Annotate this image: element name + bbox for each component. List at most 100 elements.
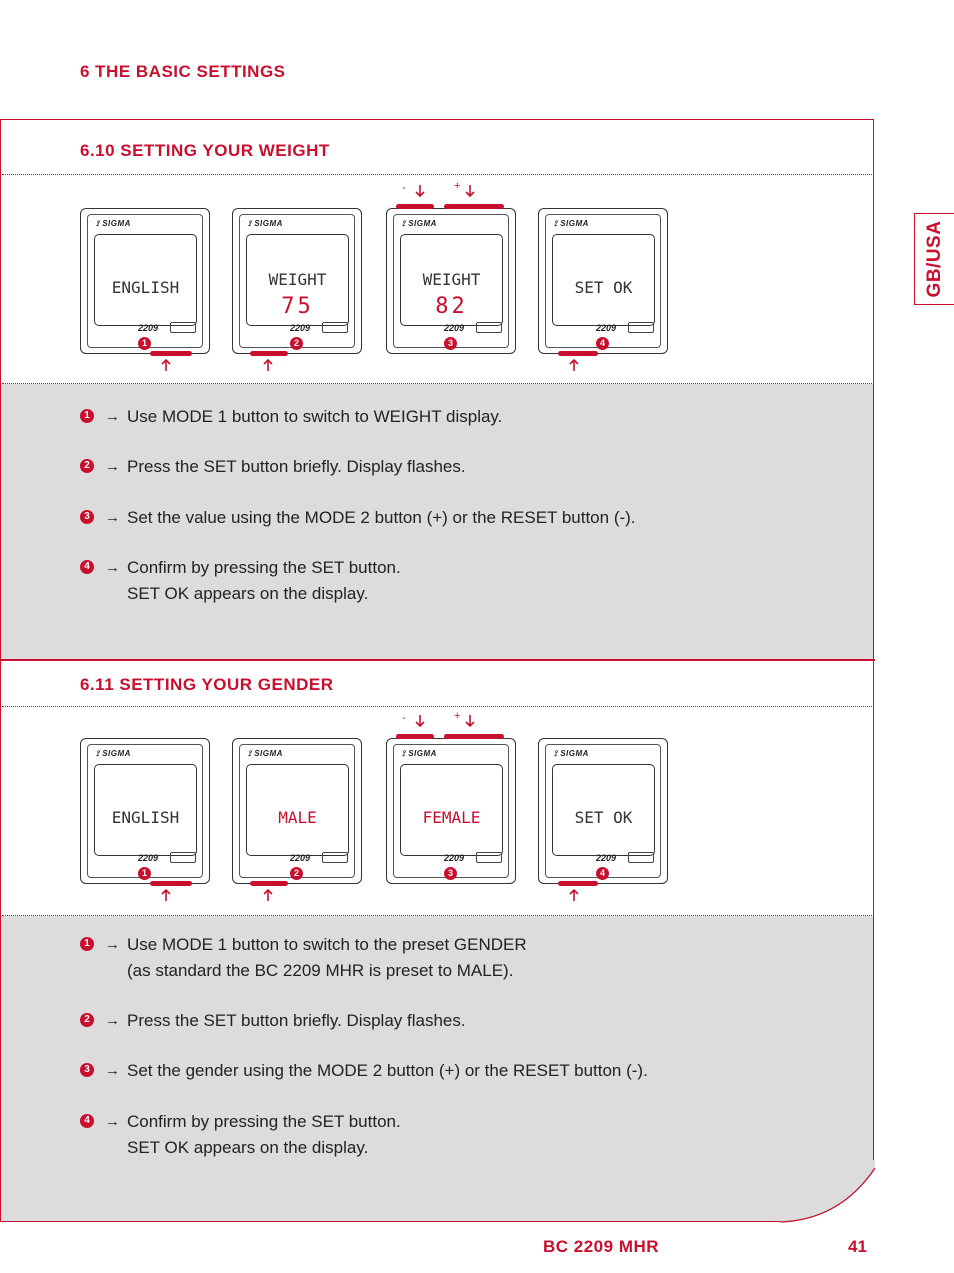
screen-text: MALE: [278, 808, 317, 827]
mode2-button: [444, 734, 504, 739]
step-text: Set the value using the MODE 2 button (+…: [127, 505, 636, 531]
arrow-icon: →: [105, 458, 120, 475]
step-text-line: SET OK appears on the display.: [127, 584, 369, 603]
step-text-line: Use MODE 1 button to switch to the prese…: [127, 935, 527, 954]
instruction-step: 2 → Press the SET button briefly. Display …: [80, 454, 860, 480]
instruction-step: 3→Set the gender using the MODE 2 button…: [80, 1058, 860, 1084]
step-text: Confirm by pressing the SET button. SET O…: [127, 555, 401, 607]
arrow-icon: →: [105, 1113, 120, 1130]
step-text: Use MODE 1 button to switch to the prese…: [127, 932, 527, 984]
sts-badge: [170, 322, 196, 333]
brand-logo: ⟟ SIGMA: [96, 749, 131, 758]
step-text-line: Set the value using the MODE 2 button (+…: [127, 508, 636, 527]
model-label: 2209: [596, 853, 617, 863]
screen-text: WEIGHT: [268, 270, 327, 289]
brand-logo: ⟟ SIGMA: [248, 749, 283, 758]
instructions-panel-weight: [1, 384, 873, 659]
language-tab-label: GB/USA: [923, 220, 945, 298]
step-number-badge: 2: [80, 1013, 94, 1027]
minus-label: -: [402, 712, 406, 724]
section-separator: [0, 659, 875, 661]
step-number-badge: 2: [80, 459, 94, 473]
step-text-line: Press the SET button briefly. Display fl…: [127, 457, 466, 476]
brand-logo: ⟟ SIGMA: [554, 219, 589, 228]
step-text-line: Set the gender using the MODE 2 button (…: [127, 1061, 648, 1080]
bike-computer-illustration: ⟟ SIGMA ENGLISH 2209 1: [80, 738, 210, 901]
step-text-line: Confirm by pressing the SET button.: [127, 1112, 401, 1131]
device-body: [538, 738, 668, 884]
model-label: 2209: [290, 323, 311, 333]
step-number-badge: 1: [80, 937, 94, 951]
device-screen: [246, 234, 349, 326]
divider: [2, 706, 872, 707]
arrow-icon: →: [105, 1062, 120, 1079]
device-screen: [552, 764, 655, 856]
step-text: Use MODE 1 button to switch to WEIGHT di…: [127, 404, 502, 430]
brand-logo: ⟟ SIGMA: [402, 219, 437, 228]
mode1-button: [150, 881, 192, 886]
up-arrow-icon: [262, 358, 274, 372]
step-number-badge: 2: [290, 337, 303, 350]
chapter-title: 6 THE BASIC SETTINGS: [80, 62, 286, 81]
plus-label: +: [454, 710, 461, 722]
up-arrow-icon: [262, 888, 274, 902]
device-screen: [94, 764, 197, 856]
instruction-step: 4→Confirm by pressing the SET button.SET…: [80, 555, 860, 607]
instructions-panel-gender: [1, 916, 873, 1221]
brand-logo: ⟟ SIGMA: [554, 749, 589, 758]
language-tab[interactable]: GB/USA: [914, 213, 954, 305]
step-number-badge: 4: [596, 337, 609, 350]
down-arrow-icon: [414, 184, 426, 198]
step-number-badge: 1: [138, 867, 151, 880]
arrow-icon: →: [105, 1012, 120, 1029]
divider: [2, 915, 872, 916]
sts-badge: [476, 322, 502, 333]
device-body: [386, 738, 516, 884]
device-screen: [94, 234, 197, 326]
step-text: Set the gender using the MODE 2 button (…: [127, 1058, 648, 1084]
device-body: [80, 208, 210, 354]
up-arrow-icon: [160, 888, 172, 902]
device-body: [232, 208, 362, 354]
reset-button: [396, 204, 434, 209]
step-text-line: Confirm by pressing the SET button.: [127, 558, 401, 577]
device-body: [80, 738, 210, 884]
page-corner-curve: [780, 1160, 880, 1230]
down-arrow-icon: [464, 184, 476, 198]
sts-badge: [322, 852, 348, 863]
step-text: Press the SET button briefly. Display fl…: [127, 1008, 466, 1034]
step-text-line: Press the SET button briefly. Display fl…: [127, 1011, 466, 1030]
up-arrow-icon: [160, 358, 172, 372]
up-arrow-icon: [568, 888, 580, 902]
step-number-badge: 3: [80, 510, 94, 524]
screen-text: FEMALE: [422, 808, 481, 827]
step-number-badge: 1: [80, 409, 94, 423]
step-number-badge: 1: [138, 337, 151, 350]
screen-value: 82: [435, 294, 468, 319]
instruction-step: 1 → Use MODE 1 button to switch to the pre…: [80, 932, 860, 984]
sts-badge: [322, 322, 348, 333]
section-title-gender: 6.11 SETTING YOUR GENDER: [80, 675, 334, 694]
instruction-step: 4→Confirm by pressing the SET button.SET…: [80, 1109, 860, 1161]
instruction-step: 1→Use MODE 1 button to switch to WEIGHT …: [80, 404, 860, 430]
arrow-icon: →: [105, 559, 120, 576]
set-button: [558, 351, 598, 356]
reset-button: [396, 734, 434, 739]
device-screen: [400, 764, 503, 856]
brand-logo: ⟟ SIGMA: [248, 219, 283, 228]
sts-badge: [628, 322, 654, 333]
screen-text: ENGLISH: [111, 808, 180, 827]
step-text: Confirm by pressing the SET button.SET O…: [127, 1109, 401, 1161]
arrow-icon: →: [105, 936, 120, 953]
step-number-badge: 3: [444, 867, 457, 880]
step-number-badge: 4: [596, 867, 609, 880]
step-text-line: (as standard the BC 2209 MHR is preset t…: [127, 961, 514, 980]
mode1-button: [150, 351, 192, 356]
model-label: 2209: [138, 853, 159, 863]
set-button: [250, 881, 288, 886]
model-label: 2209: [138, 323, 159, 333]
